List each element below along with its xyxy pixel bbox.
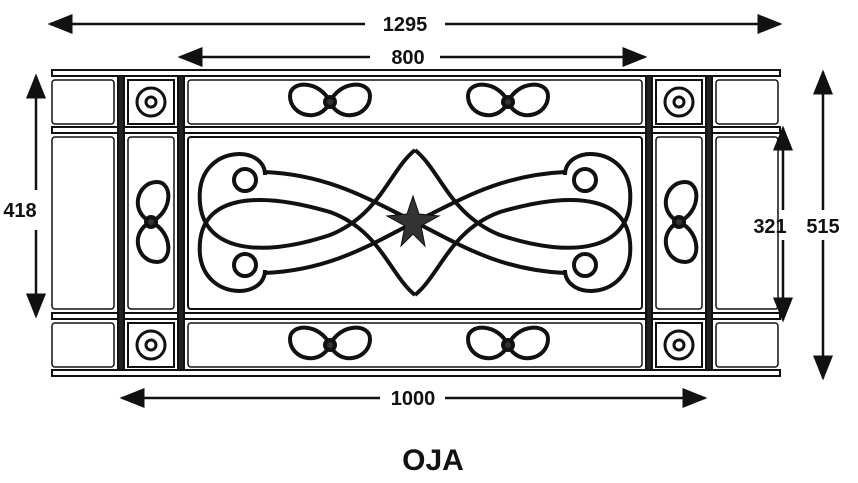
label-overall-width: 1295: [383, 14, 428, 36]
center-rosette: [385, 194, 441, 248]
label-inner-height: 321: [753, 216, 786, 238]
label-frame-width: 1000: [391, 388, 436, 410]
railing-frame: [51, 69, 781, 377]
label-overall-height: 515: [806, 216, 839, 238]
heart-ornaments: [135, 82, 699, 361]
label-left-height: 418: [3, 200, 36, 222]
corner-ornaments: [135, 86, 695, 361]
product-title: OJA: [402, 444, 464, 477]
label-center-width: 800: [391, 47, 424, 69]
